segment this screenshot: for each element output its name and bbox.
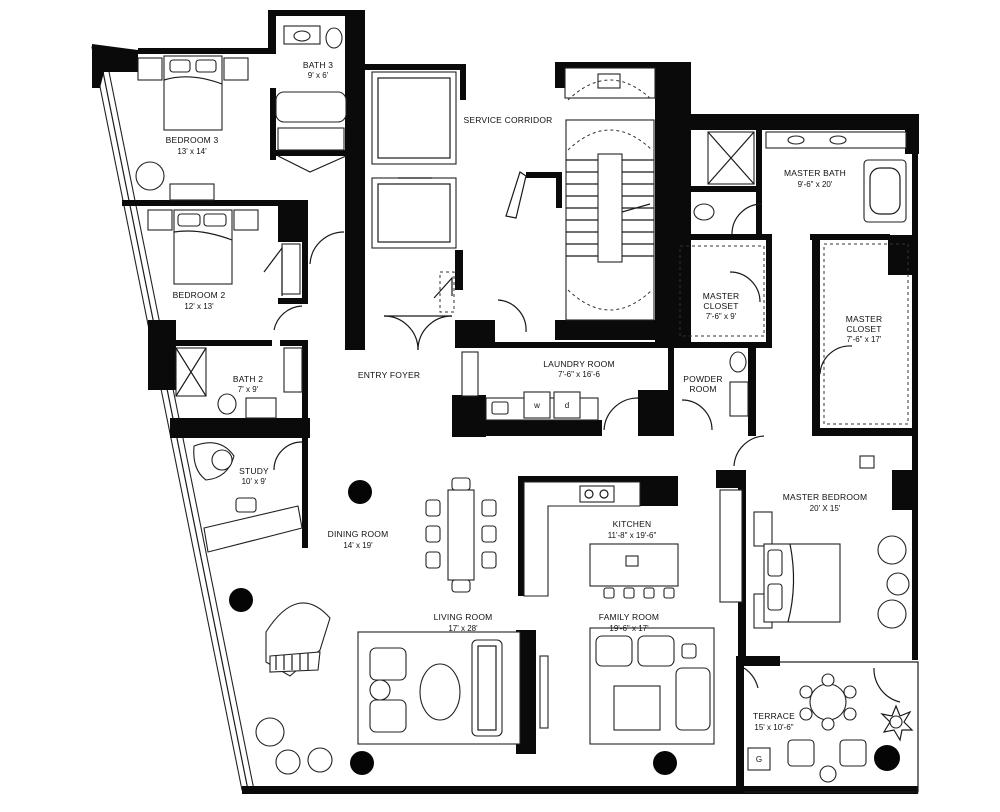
svg-text:BATH 3: BATH 3: [303, 60, 333, 70]
columns: [229, 480, 900, 775]
svg-text:BEDROOM 2: BEDROOM 2: [173, 290, 226, 300]
column: [229, 588, 253, 612]
svg-text:7' x 9': 7' x 9': [238, 385, 259, 394]
svg-text:BEDROOM 3: BEDROOM 3: [166, 135, 219, 145]
svg-text:12' x 13': 12' x 13': [184, 302, 214, 311]
master-bedroom-furniture: [719, 489, 910, 629]
powder-room-fixtures: [681, 351, 765, 467]
column: [350, 751, 374, 775]
label-kitchen: KITCHEN 11'-8" x 19'-6": [608, 519, 657, 540]
room-labels: BEDROOM 3 13' x 14' BATH 3 9' x 6' SERVI…: [166, 60, 883, 732]
label-master-closet-1: MASTER CLOSET 7'-6" x 9': [703, 291, 740, 321]
terrace-furniture: G: [747, 673, 914, 783]
label-laundry-room: LAUNDRY ROOM 7'-6" x 16'-6: [543, 359, 615, 379]
svg-text:7'-6" x 9': 7'-6" x 9': [706, 312, 737, 321]
svg-text:15' x 10'-6": 15' x 10'-6": [754, 723, 793, 732]
label-bedroom-2: BEDROOM 2 12' x 13': [173, 290, 226, 311]
column: [874, 745, 900, 771]
label-master-bath: MASTER BATH 9'-6" x 20': [784, 168, 846, 189]
svg-text:STUDY: STUDY: [239, 466, 269, 476]
label-powder-room: POWDER ROOM: [683, 374, 722, 394]
svg-text:MASTER BATH: MASTER BATH: [784, 168, 846, 178]
svg-text:7'-6" x 16'-6: 7'-6" x 16'-6: [558, 370, 600, 379]
bedroom-2-furniture: [147, 209, 301, 296]
bath-2-fixtures: [175, 347, 303, 419]
svg-text:17' x 28': 17' x 28': [448, 624, 478, 633]
svg-text:9' x 6': 9' x 6': [308, 71, 329, 80]
svg-text:19'-6" x 17': 19'-6" x 17': [609, 624, 649, 633]
svg-text:KITCHEN: KITCHEN: [613, 519, 652, 529]
family-furniture: [589, 627, 715, 745]
master-closet-fittings: [679, 243, 909, 469]
svg-text:LIVING ROOM: LIVING ROOM: [434, 612, 493, 622]
svg-text:CLOSET: CLOSET: [846, 324, 881, 334]
column: [653, 751, 677, 775]
stair-core: [564, 67, 656, 321]
bath-3-fixtures: [275, 25, 347, 173]
living-furniture: [255, 602, 549, 775]
svg-text:13' x 14': 13' x 14': [177, 147, 207, 156]
svg-text:9'-6" x 20': 9'-6" x 20': [798, 180, 833, 189]
svg-text:11'-8" x 19'-6": 11'-8" x 19'-6": [608, 531, 657, 540]
door-swings: [273, 231, 901, 703]
svg-text:ENTRY FOYER: ENTRY FOYER: [358, 370, 420, 380]
dining-furniture: [425, 477, 497, 593]
master-bath-fixtures: [693, 131, 907, 235]
label-terrace: TERRACE 15' x 10'-6": [753, 711, 795, 732]
svg-text:MASTER: MASTER: [846, 314, 883, 324]
svg-text:ROOM: ROOM: [689, 384, 716, 394]
label-master-closet-2: MASTER CLOSET 7'-6" x 17': [846, 314, 883, 344]
svg-text:FAMILY ROOM: FAMILY ROOM: [599, 612, 659, 622]
planter-icon: [880, 704, 914, 742]
svg-text:14' x 19': 14' x 19': [343, 541, 373, 550]
label-master-bedroom: MASTER BEDROOM 20' X 15': [783, 492, 868, 513]
svg-text:SERVICE CORRIDOR: SERVICE CORRIDOR: [463, 115, 552, 125]
label-study: STUDY 10' x 9': [239, 466, 269, 486]
svg-text:POWDER: POWDER: [683, 374, 722, 384]
svg-text:7'-6" x 17': 7'-6" x 17': [847, 335, 882, 344]
label-family-room: FAMILY ROOM 19'-6" x 17': [599, 612, 659, 633]
label-entry-foyer: ENTRY FOYER: [358, 370, 420, 380]
svg-text:20' X 15': 20' X 15': [810, 504, 841, 513]
svg-text:BATH 2: BATH 2: [233, 374, 263, 384]
label-bath-2: BATH 2 7' x 9': [233, 374, 263, 394]
laundry-fixtures: w d: [461, 351, 639, 431]
svg-text:LAUNDRY ROOM: LAUNDRY ROOM: [543, 359, 615, 369]
label-bedroom-3: BEDROOM 3 13' x 14': [166, 135, 219, 156]
service-corridor-elements: [371, 71, 527, 351]
grill-label: G: [756, 755, 762, 764]
svg-text:TERRACE: TERRACE: [753, 711, 795, 721]
svg-text:DINING ROOM: DINING ROOM: [328, 529, 389, 539]
svg-text:10' x 9': 10' x 9': [242, 477, 267, 486]
kitchen-furniture: [523, 481, 679, 599]
bedroom-3-furniture: [135, 55, 249, 201]
label-bath-3: BATH 3 9' x 6': [303, 60, 333, 80]
label-dining-room: DINING ROOM 14' x 19': [328, 529, 389, 550]
washer-label: w: [533, 401, 540, 410]
svg-text:MASTER BEDROOM: MASTER BEDROOM: [783, 492, 868, 502]
interior-walls: [122, 88, 912, 754]
svg-text:CLOSET: CLOSET: [703, 301, 738, 311]
svg-text:MASTER: MASTER: [703, 291, 740, 301]
label-living-room: LIVING ROOM 17' x 28': [434, 612, 493, 633]
label-service-corridor: SERVICE CORRIDOR: [463, 115, 552, 125]
study-furniture: [193, 442, 303, 553]
dryer-label: d: [565, 401, 569, 410]
column: [348, 480, 372, 504]
